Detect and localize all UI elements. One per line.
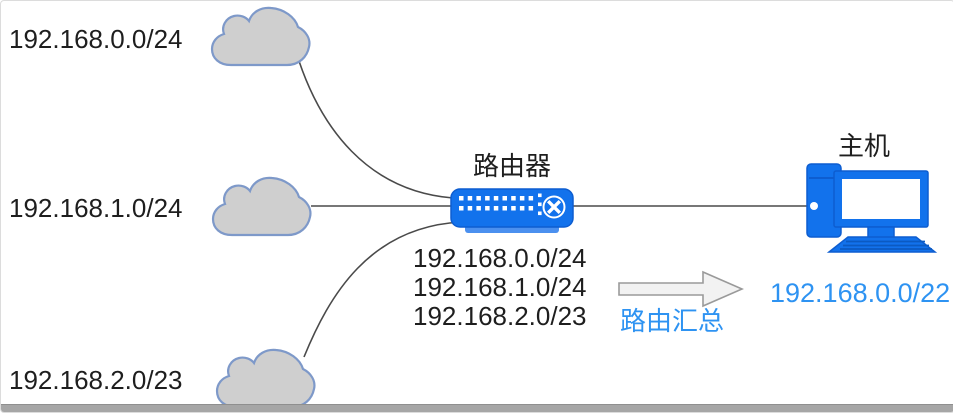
window-bottom-edge <box>1 404 953 412</box>
network-label-1: 192.168.0.0/24 <box>9 24 183 54</box>
link-cloud1-router <box>298 60 454 199</box>
router-label: 路由器 <box>472 151 551 181</box>
route-list-item: 192.168.1.0/24 <box>413 272 587 302</box>
router-icon <box>450 188 574 233</box>
route-list-item: 192.168.2.0/23 <box>413 301 587 331</box>
link-cloud3-router <box>303 221 462 358</box>
network-label-2: 192.168.1.0/24 <box>9 193 183 223</box>
summary-result-label: 192.168.0.0/22 <box>770 278 951 308</box>
connection-lines <box>298 60 815 358</box>
cloud-icon-1 <box>210 6 311 67</box>
cloud-icon-3 <box>215 348 316 409</box>
summary-arrow-label: 路由汇总 <box>620 306 725 336</box>
network-label-3: 192.168.2.0/23 <box>9 365 183 395</box>
host-icon <box>806 163 938 253</box>
cloud-icon-2 <box>211 176 312 237</box>
route-list-item: 192.168.0.0/24 <box>413 243 587 273</box>
host-label: 主机 <box>837 131 890 161</box>
route-list: 192.168.0.0/24 192.168.1.0/24 192.168.2.… <box>413 244 587 331</box>
summary-arrow-icon <box>618 270 745 308</box>
